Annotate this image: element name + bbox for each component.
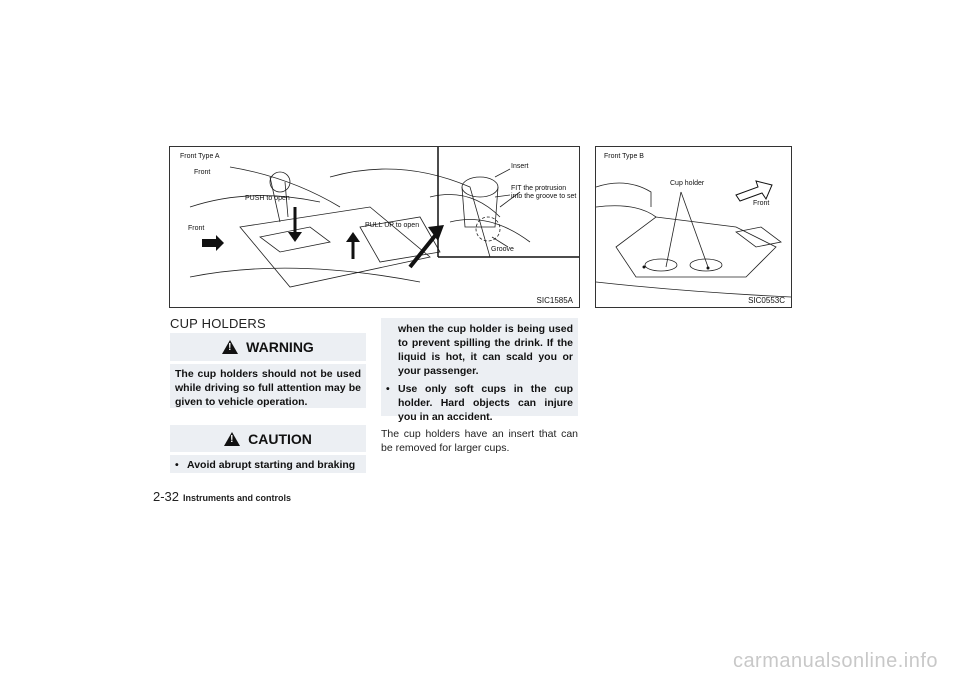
caution-icon (224, 431, 241, 446)
console-illustration-b (596, 180, 791, 298)
section-name: Instruments and controls (183, 493, 292, 503)
page-footer: 2-32 Instruments and controls (153, 489, 291, 504)
figure-a-title: Front Type A (180, 153, 220, 160)
label-front-b: Front (753, 200, 770, 207)
caution-body-right: when the cup holder is being used to pre… (381, 318, 578, 423)
section-title: CUP HOLDERS (170, 316, 266, 331)
label-push-to-open: PUSH to open (245, 195, 290, 202)
figure-type-a: Front Type A Front Front PUSH to open PU… (169, 146, 580, 308)
caution-title: CAUTION (248, 430, 312, 447)
body-paragraph: The cup holders have an insert that can … (381, 428, 578, 454)
label-groove: Groove (491, 246, 514, 253)
caution-bullet-1-cont: when the cup holder is being used to pre… (398, 323, 573, 377)
caution-bullet-2: Use only soft cups in the cup holder. Ha… (398, 383, 573, 423)
label-cup-holder: Cup holder (670, 180, 705, 187)
bullet-icon: • (175, 459, 179, 471)
bullet-icon: • (386, 383, 390, 395)
label-fit-1: FIT the protrusion (511, 185, 567, 192)
page-number: 2-32 (153, 489, 180, 504)
watermark-text: carmanualsonline.info (732, 650, 938, 672)
caution-body-left: • Avoid abrupt starting and braking (170, 455, 366, 473)
front-arrow-icon (735, 180, 773, 202)
label-insert: Insert (511, 163, 529, 170)
label-front-left: Front (188, 225, 205, 232)
warning-title: WARNING (246, 339, 314, 355)
figure-type-b: Front Type B Cup holder Front SIC0553C (595, 146, 792, 308)
warning-icon (222, 340, 239, 354)
label-front-top: Front (194, 169, 211, 176)
warning-text: The cup holders should not be used while… (175, 368, 361, 408)
figure-a-code: SIC1585A (536, 296, 573, 305)
caution-bullet-1-start: Avoid abrupt starting and braking (187, 459, 356, 471)
console-illustration-a (189, 147, 579, 288)
caution-title-box: CAUTION (170, 425, 366, 452)
warning-body-box: The cup holders should not be used while… (170, 364, 366, 408)
label-pull-up-to-open: PULL UP to open (365, 222, 420, 229)
label-fit-2: into the groove to set (511, 193, 577, 200)
front-arrow-icon (202, 235, 224, 251)
warning-title-box: WARNING (170, 333, 366, 361)
figure-b-code: SIC0553C (748, 296, 785, 305)
figure-b-title: Front Type B (604, 153, 644, 160)
